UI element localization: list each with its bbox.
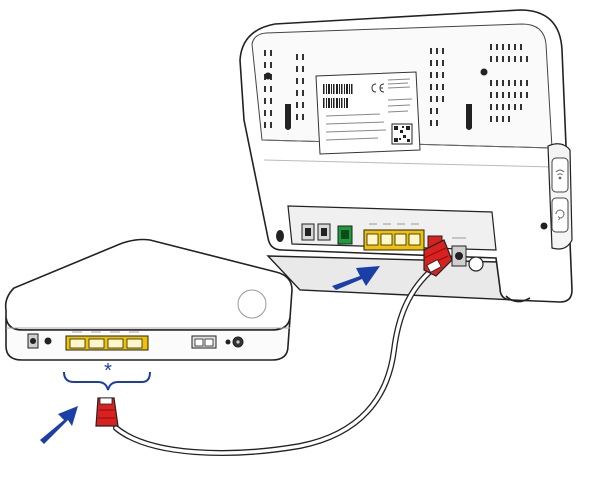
wifi-icon: [555, 169, 565, 180]
router-foot: [276, 230, 284, 242]
router-lan-ports: [363, 223, 425, 251]
router-phone-ports: [301, 223, 331, 241]
ethernet-cable: [113, 265, 437, 456]
ce-mark-icon: [371, 83, 385, 93]
vent-slots: [264, 44, 528, 128]
router-power-button[interactable]: [468, 256, 484, 272]
side-button-panel: [547, 143, 573, 250]
reset-hole: [44, 337, 52, 345]
wps-icon: [555, 209, 565, 221]
asterisk-label: *: [104, 360, 112, 382]
mount-hole: [480, 68, 488, 76]
coax-icon: [225, 336, 244, 348]
qr-code-icon: [391, 123, 413, 145]
router-label-sticker: [315, 71, 421, 155]
barcode-icon: [323, 84, 353, 108]
power-jack-icon: [451, 237, 467, 267]
secondary-lan-ports: [65, 331, 149, 351]
dsl-port: [337, 225, 353, 245]
mount-hole: [540, 222, 548, 230]
wps-button[interactable]: [551, 197, 569, 233]
ports-brace: *: [63, 360, 151, 391]
secondary-router: [4, 238, 293, 361]
cable-plug-device-end: [95, 397, 119, 427]
power-jack-icon: [27, 333, 39, 349]
keyhole-slot: [285, 104, 291, 130]
device-logo: [237, 289, 267, 319]
mount-hole: [264, 72, 272, 80]
main-router: [239, 9, 573, 303]
keyhole-slot: [466, 104, 472, 130]
arrow-to-router-wan: [332, 266, 380, 290]
wifi-button[interactable]: [551, 157, 569, 193]
secondary-phone-ports: [191, 335, 217, 349]
arrow-to-device-plug: [40, 406, 78, 444]
cable-plug-router-end: [423, 239, 453, 277]
